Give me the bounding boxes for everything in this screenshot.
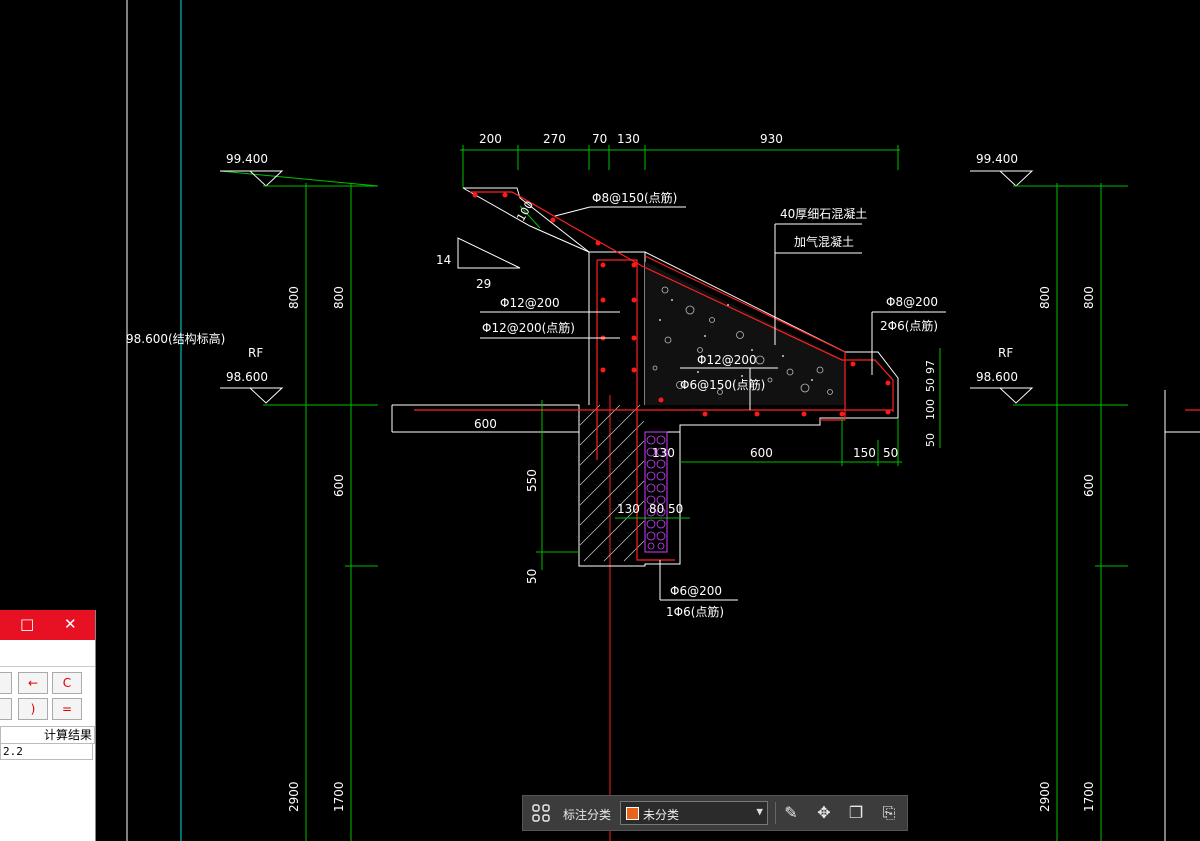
dim-600-left: 600 [474,417,497,431]
maximize-icon[interactable]: □ [20,615,35,633]
copy-icon[interactable]: ❐ [848,803,864,822]
rebar-right-2: 2Φ6(点筋) [880,318,938,333]
dim-50-right: 50 [883,446,898,460]
dim-600-mid: 600 [750,446,773,460]
edit-icon[interactable]: ✎ [784,803,798,822]
annotations: 100 Φ8@150(点筋) 40厚细石混凝土 加气混凝土 Φ12@200 Φ1… [474,190,946,619]
dim-100-r: 100 [924,399,937,420]
calculator-window[interactable]: □ ✕ ← C ) = 计算结果 2.2 [0,610,96,841]
dim-97: 97 [924,360,937,374]
equals-key[interactable]: = [52,698,82,720]
dim-130: 130 [617,132,640,146]
layer-top-label: 40厚细石混凝土 [780,206,867,221]
grid-icon[interactable] [531,803,551,823]
dim-150: 150 [853,446,876,460]
backspace-key[interactable]: ← [18,672,48,694]
chevron-down-icon: ▼ [756,805,763,818]
calculator-titlebar[interactable]: □ ✕ [0,610,95,640]
vdim-800-c: 800 [1038,286,1052,309]
slope-indicator: 14 29 [436,237,521,291]
dim-50-r1: 50 [924,378,937,392]
annotation-toolbar: 标注分类 未分类 ▼ ✎ ✥ ❐ ⎘ [522,795,908,831]
vdim-1700-r: 1700 [1082,781,1096,812]
elev-98600-left: 98.600 [226,370,268,384]
calc-key-blank-1[interactable] [0,672,12,694]
paste-icon[interactable]: ⎘ [882,803,896,822]
slope-rise: 14 [436,253,451,267]
elev-99400-right: 99.400 [976,152,1018,166]
struct-elevation-label: 98.600(结构标高) [126,331,225,346]
dim-80: 80 [649,502,664,516]
rebar-right-1: Φ8@200 [886,295,938,309]
calc-key-blank-2[interactable] [0,698,12,720]
rebar-mid-1: Φ12@200 [697,353,757,367]
category-color-swatch [626,807,639,820]
section-outline [391,187,899,567]
annotation-category-label: 标注分类 [563,808,612,822]
toolbar-divider [775,802,776,824]
dim-50-c: 50 [668,502,683,516]
dim-130-b: 130 [617,502,640,516]
rebar-col-1: Φ12@200 [500,296,560,310]
rebar-col-2: Φ12@200(点筋) [482,320,575,335]
dim-70: 70 [592,132,607,146]
vdim-600-r: 600 [1082,474,1096,497]
vdim-800-d: 800 [1082,286,1096,309]
result-value: 2.2 [0,743,93,760]
dim-930: 930 [760,132,783,146]
vdim-2900-r: 2900 [1038,781,1052,812]
clear-key[interactable]: C [52,672,82,694]
rf-label-left: RF [248,346,263,360]
dim-130-a: 130 [652,446,675,460]
rebar-top-label: Φ8@150(点筋) [592,190,677,205]
category-selected-value: 未分类 [643,808,680,822]
rebar-dots [472,192,891,417]
right-elevation-group: 99.400 RF 98.600 800 800 600 2900 1700 [970,152,1200,841]
move-icon[interactable]: ✥ [817,803,831,822]
rebar-lines [414,191,894,561]
close-icon[interactable]: ✕ [64,615,77,633]
dim-50-r2: 50 [924,433,937,447]
vdim-800-a: 800 [287,286,301,309]
vdim-2900: 2900 [287,781,301,812]
top-dimension-chain: 200 270 70 130 930 [460,132,900,188]
rebar-mid-2: Φ6@150(点筋) [680,377,765,392]
expression-input[interactable] [0,640,95,667]
vdim-800-b: 800 [332,286,346,309]
close-paren-key[interactable]: ) [18,698,48,720]
rebar-bot-2: 1Φ6(点筋) [666,604,724,619]
result-header: 计算结果 [0,726,95,744]
layer-fill-label: 加气混凝土 [794,234,854,249]
rf-label-right: RF [998,346,1013,360]
left-elevation-group: 99.400 98.600(结构标高) RF 98.600 800 800 60… [126,152,379,841]
elev-99400-left: 99.400 [226,152,268,166]
slope-run: 29 [476,277,491,291]
elev-98600-right: 98.600 [976,370,1018,384]
dim-50-bottom: 50 [525,569,539,584]
dim-200: 200 [479,132,502,146]
vdim-1700: 1700 [332,781,346,812]
category-select[interactable]: 未分类 ▼ [620,801,768,825]
dim-270: 270 [543,132,566,146]
vdim-600: 600 [332,474,346,497]
dim-550: 550 [525,469,539,492]
rebar-bot-1: Φ6@200 [670,584,722,598]
